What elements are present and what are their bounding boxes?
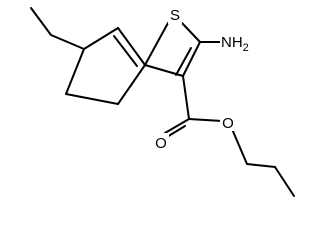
amine-subscript: 2 [243,42,249,54]
bond-ch2-ch3 [30,7,52,36]
bond-c7a-s [144,22,169,66]
bond-c5-c4 [65,93,119,105]
bond-c6-c5 [65,48,85,95]
amine-label: NH2 [221,34,249,54]
bond-c2-c3-inner [175,47,192,76]
cyclohexene-ring [65,27,146,105]
bond-ch2-ch2 [246,163,276,168]
bond-c3-ccarbonyl [182,75,190,120]
carbonyl-oxygen-atom: O [153,133,169,152]
bond-c6-ch2 [50,34,85,50]
sulfur-atom: S [168,6,182,24]
bond-c3-c3a [144,64,184,77]
bond-c3a-c7a-double [113,35,138,67]
ester-oxygen-atom: O [220,113,236,132]
ester-oxygen-label: O [222,115,234,132]
bond-ch2-ch3-propyl [274,166,295,197]
bond-c7a-c3a [117,27,146,66]
ethyl-substituent [30,7,85,50]
bond-c7-c6 [83,27,119,50]
carbonyl-oxygen-label: O [155,135,167,152]
bond-oester-ch2 [231,128,248,165]
bond-c3a-c4 [117,64,146,105]
sulfur-label: S [170,7,180,24]
bond-carbonyl-double-a [164,118,190,134]
bond-c2-c3 [182,41,201,77]
bond-s-c2 [181,22,201,43]
structure-canvas: S NH2 O O [30,6,295,197]
amine-nh-text: NH [221,34,243,51]
ester-group [161,75,295,197]
bond-ccarbonyl-oester [188,118,223,122]
amine-atom: NH2 [220,30,250,54]
molecule-structure: S NH2 O O [30,6,295,197]
thiophene-ring [117,22,201,77]
